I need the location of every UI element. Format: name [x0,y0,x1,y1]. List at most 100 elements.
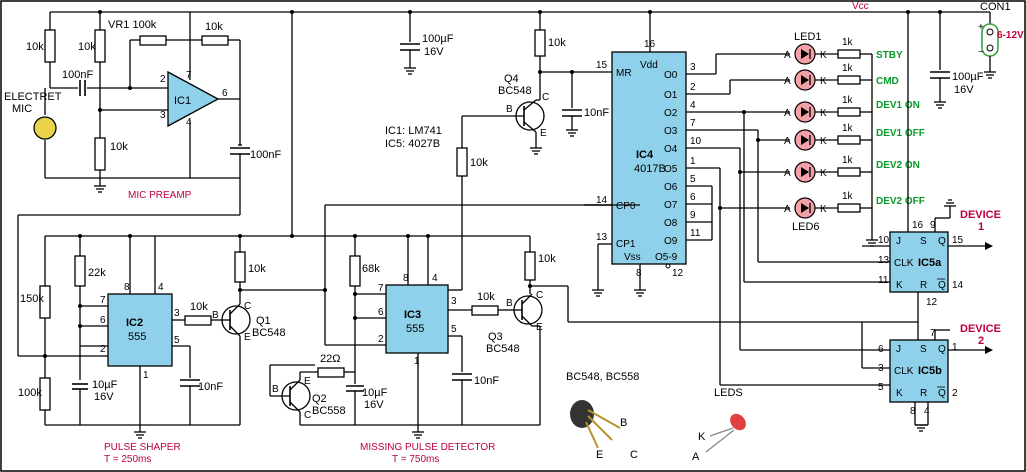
svg-text:DEV1 OFF: DEV1 OFF [876,128,925,139]
svg-text:5: 5 [174,335,180,346]
svg-text:12: 12 [672,268,684,279]
svg-text:10: 10 [878,235,890,246]
svg-text:10nF: 10nF [584,107,609,119]
svg-text:4: 4 [158,282,164,293]
svg-text:5: 5 [451,324,457,335]
svg-text:11: 11 [690,228,701,239]
svg-text:16: 16 [644,39,656,50]
svg-text:LEDS: LEDS [714,387,743,399]
svg-text:22k: 22k [88,267,106,279]
svg-text:2: 2 [978,335,984,347]
svg-text:Q2: Q2 [312,393,327,405]
svg-text:MIC: MIC [12,103,32,115]
svg-text:B: B [620,417,627,429]
svg-text:7: 7 [378,283,384,294]
svg-text:A: A [784,136,791,147]
led-array: A K 1k STBY A K 1k CMD A K 1k [784,31,925,247]
svg-text:1: 1 [414,356,420,367]
svg-text:10µF: 10µF [92,379,118,391]
svg-text:22Ω: 22Ω [320,353,340,365]
svg-text:A: A [784,76,791,87]
q4-section: 10k 10nF B C E Q4 BC548 10k [448,12,612,291]
svg-text:6: 6 [222,88,228,99]
svg-text:A: A [784,204,791,215]
svg-text:BC558: BC558 [312,405,346,417]
svg-text:E: E [304,376,311,387]
svg-text:1: 1 [952,342,958,353]
svg-text:4: 4 [690,100,696,111]
led-dev2-off: A K 1k DEV2 OFF [784,191,925,219]
led6-label: LED6 [792,221,820,233]
svg-text:2: 2 [160,74,166,85]
con1-label: CON1 [980,1,1011,13]
ic3-555 [385,284,449,354]
svg-text:O2: O2 [664,108,678,119]
svg-text:1k: 1k [842,95,854,106]
svg-text:K: K [820,76,827,87]
supply-section: 100µF 16V + − CON1 6-12V DC [907,1,1026,196]
svg-text:DEV2 OFF: DEV2 OFF [876,196,925,207]
svg-text:100k: 100k [18,387,42,399]
svg-text:7: 7 [100,295,106,306]
svg-text:CMD: CMD [876,76,899,87]
svg-text:J: J [896,344,901,355]
mic-preamp-section: 10k 100nF 10k 10k ELECTRET MIC IC1 2 3 7… [4,12,281,215]
svg-text:B: B [506,104,513,115]
led-stby: A K 1k STBY [784,37,903,65]
svg-text:7: 7 [186,70,192,81]
svg-text:6: 6 [100,315,106,326]
svg-text:Q: Q [938,344,946,355]
missing-pulse-label: MISSING PULSE DETECTOR [360,442,495,453]
svg-text:K: K [896,280,903,291]
svg-text:3: 3 [174,308,180,319]
svg-text:K: K [698,431,706,443]
svg-text:150k: 150k [20,293,44,305]
svg-text:6: 6 [378,307,384,318]
svg-text:1: 1 [143,370,149,381]
svg-text:BC548: BC548 [252,327,286,339]
led-package-icon [730,413,746,431]
svg-text:10k: 10k [190,301,208,313]
svg-text:10nF: 10nF [474,375,499,387]
svg-text:2: 2 [690,82,696,93]
svg-text:2: 2 [378,334,384,345]
svg-text:10k: 10k [110,141,128,153]
svg-text:10k: 10k [26,41,44,53]
svg-text:STBY: STBY [876,50,903,61]
electret-mic-icon [33,116,57,140]
svg-text:15: 15 [952,235,964,246]
svg-text:Q: Q [938,280,946,291]
svg-text:8: 8 [403,273,409,284]
svg-text:5: 5 [690,174,696,185]
transistor-package-icon [570,400,594,428]
c-100uf-top: 100µF 16V [400,12,454,75]
svg-text:K: K [820,204,827,215]
svg-text:O3: O3 [664,126,678,137]
svg-text:2: 2 [100,344,106,355]
svg-text:K: K [896,388,903,399]
svg-text:7: 7 [930,328,936,339]
svg-text:100µF: 100µF [952,71,984,83]
ic5b-flipflop: J S Q CLK IC5b K R Q 7 1 3 2 5 6 8 4 DEV… [861,322,1001,432]
svg-text:10µF: 10µF [362,387,388,399]
svg-text:10k: 10k [538,253,556,265]
svg-text:T = 250ms: T = 250ms [104,454,151,465]
svg-text:16: 16 [912,220,924,231]
ic2-555 [107,293,173,367]
svg-text:O9: O9 [664,236,678,247]
svg-text:10k: 10k [470,157,488,169]
svg-text:ELECTRET: ELECTRET [4,91,62,103]
svg-text:12: 12 [926,297,938,308]
svg-text:14: 14 [952,280,964,291]
svg-text:O7: O7 [664,200,678,211]
svg-text:C: C [304,410,311,421]
svg-text:16V: 16V [364,399,384,411]
svg-text:E: E [596,449,603,461]
svg-text:14: 14 [596,195,608,206]
svg-text:8: 8 [636,268,642,279]
svg-text:O4: O4 [664,144,678,155]
svg-text:T = 750ms: T = 750ms [392,454,439,465]
svg-text:100nF: 100nF [62,69,93,81]
svg-text:R: R [920,388,927,399]
svg-text:IC4: IC4 [636,149,654,161]
